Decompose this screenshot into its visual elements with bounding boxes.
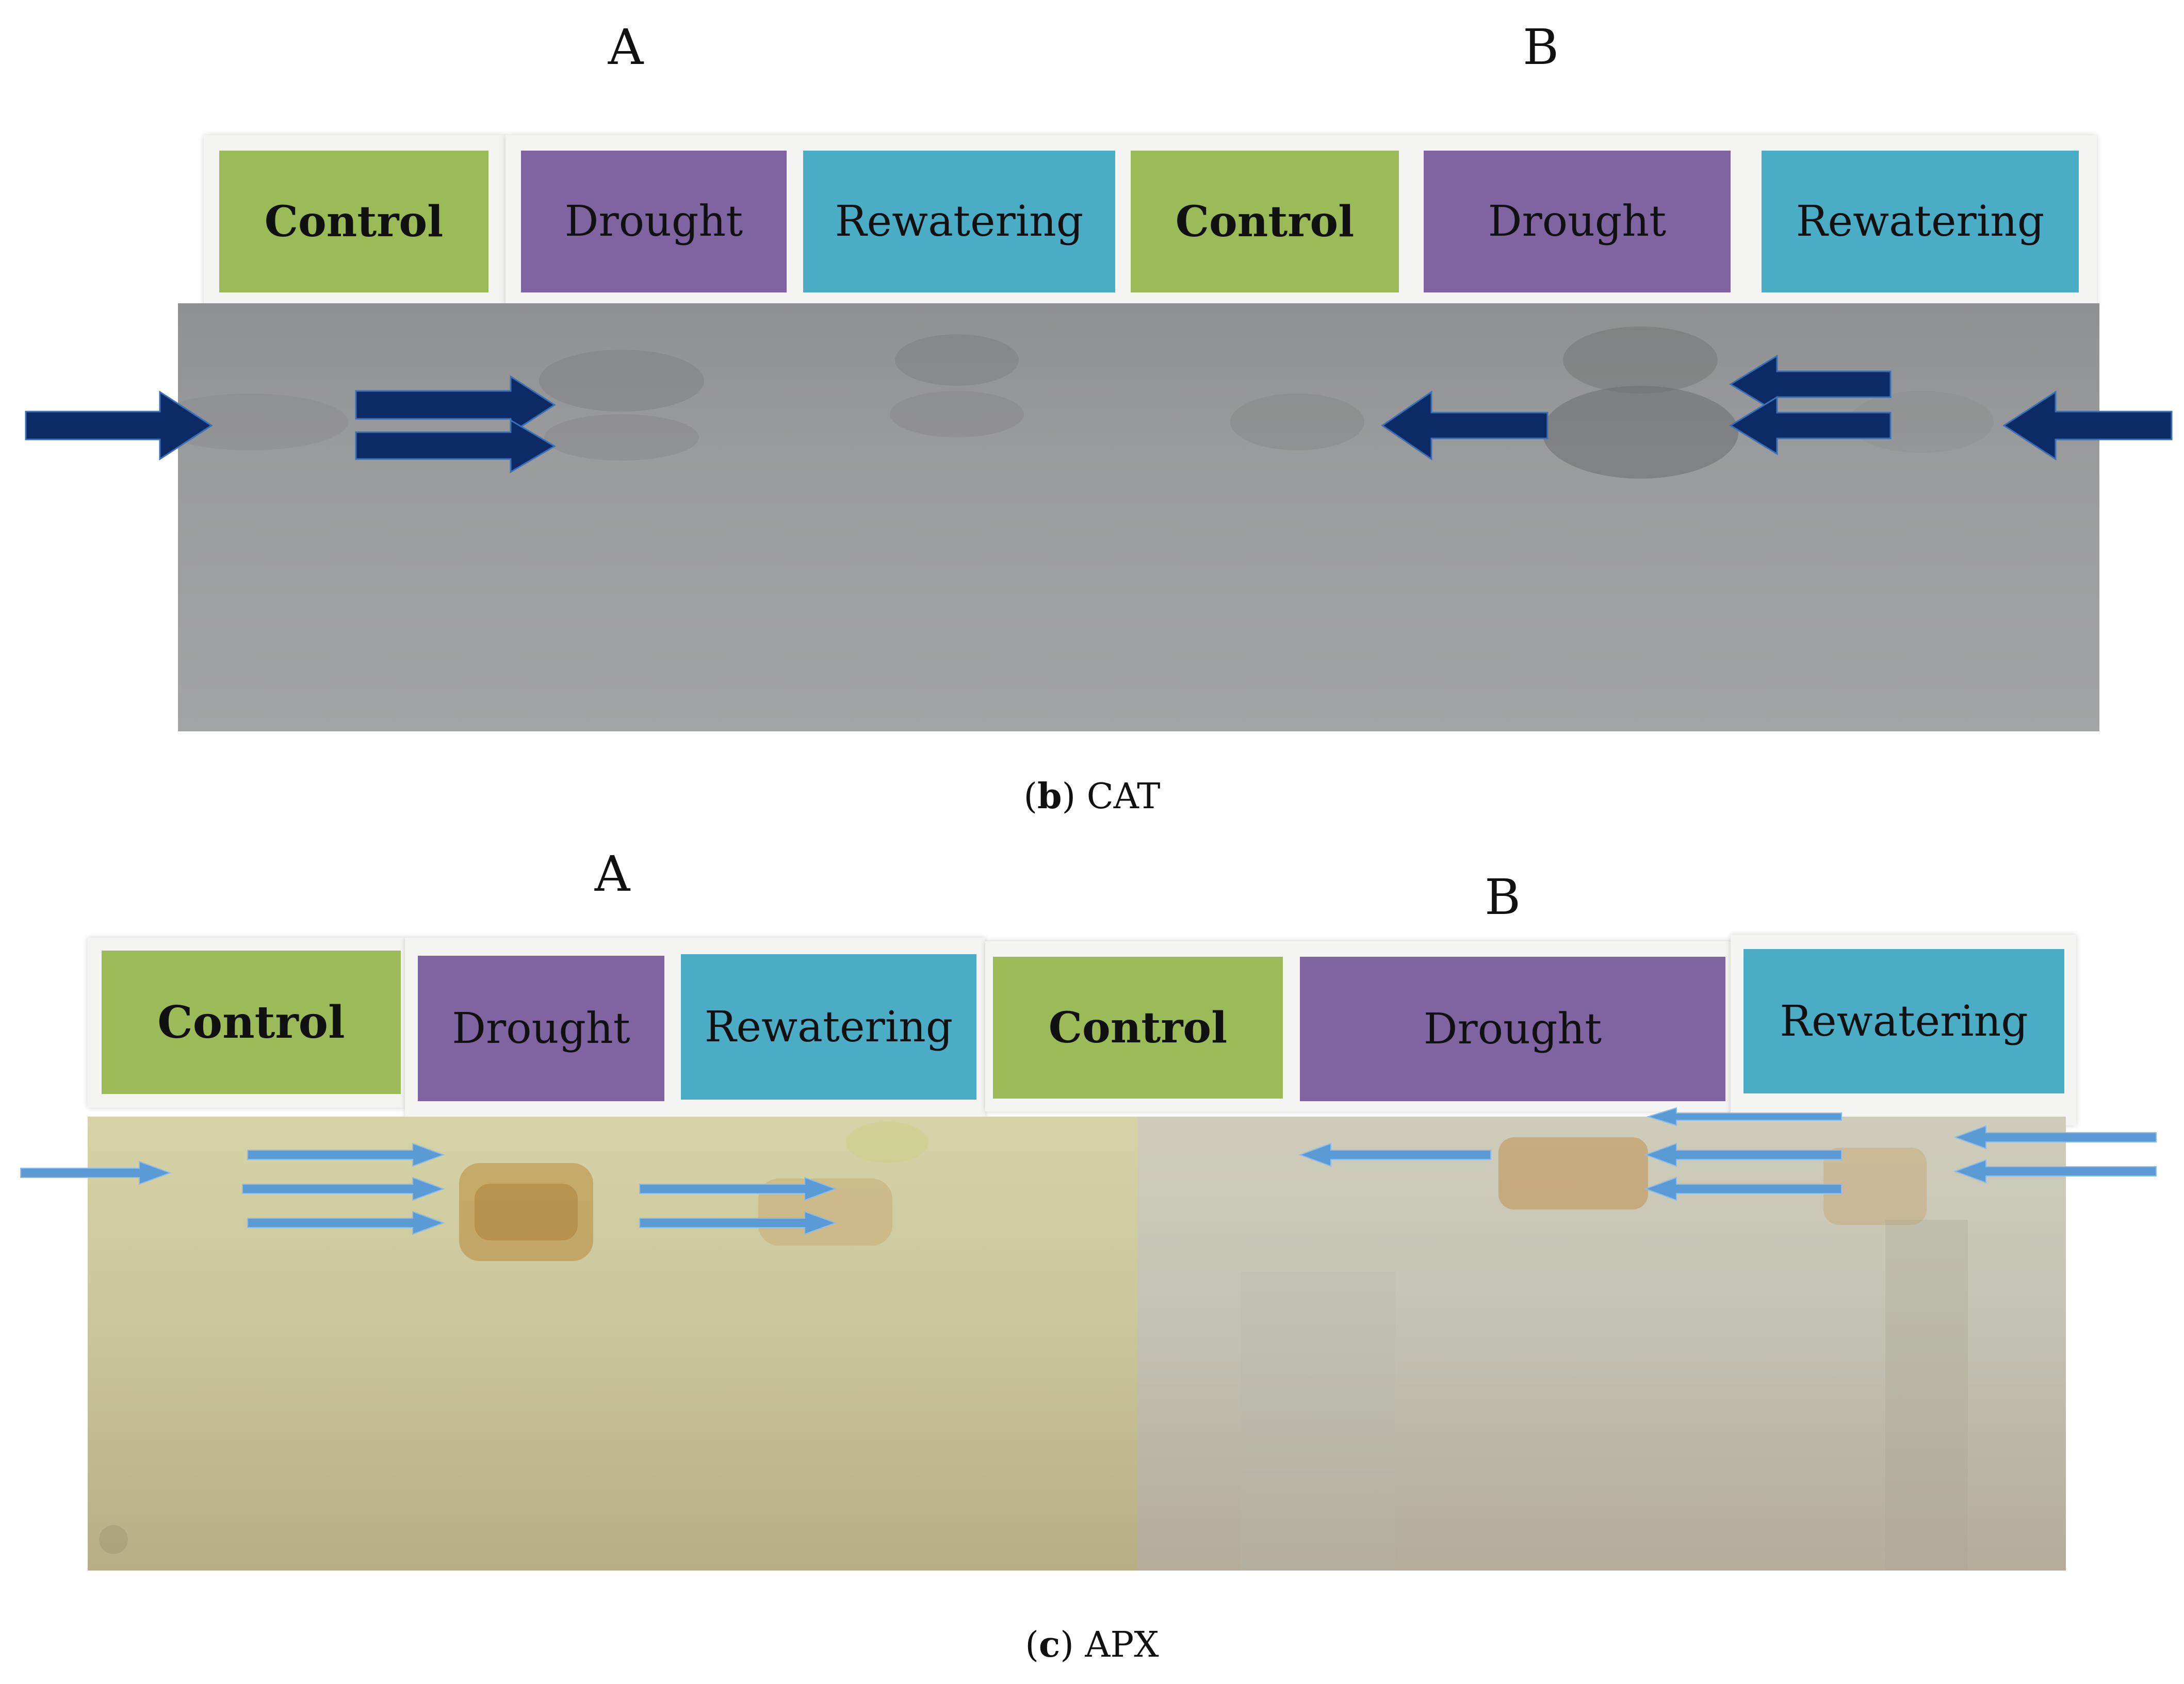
apx-gel-bands-b [1241, 1137, 1968, 1571]
caption-b-text: CAT [1086, 776, 1161, 817]
apx-lane-rewatering-a: Rewatering [681, 954, 976, 1100]
caption-c-text: APX [1085, 1625, 1159, 1665]
cat-lane-rewatering-a: Rewatering [803, 151, 1115, 292]
apx-arrow-4 [247, 1211, 445, 1235]
apx-lane-control-b: Control [993, 957, 1283, 1099]
apx-lane-drought-a: Drought [418, 956, 664, 1101]
apx-arrow-5 [639, 1176, 837, 1201]
caption-c: (c) APX [1025, 1624, 1159, 1665]
cat-arrow-7 [2002, 390, 2173, 461]
cat-arrow-3 [355, 419, 556, 473]
cat-arrow-6 [1729, 396, 1892, 455]
cat-arrow-2 [355, 375, 556, 435]
apx-arrow-12 [1953, 1159, 2157, 1184]
apx-arrow-2 [247, 1142, 445, 1167]
apx-lane-control-a: Control [102, 951, 401, 1094]
apx-lane-drought-b: Drought [1300, 957, 1725, 1101]
apx-gel-image-b [1137, 1117, 2066, 1571]
apx-arrow-7 [1298, 1142, 1491, 1167]
apx-arrow-1 [20, 1160, 172, 1185]
group-a-label: A [608, 19, 644, 76]
cat-arrow-1 [25, 390, 213, 461]
cat-arrow-4 [1381, 390, 1549, 461]
cat-lane-drought-a: Drought [521, 151, 787, 292]
caption-c-label: c [1038, 1624, 1061, 1665]
cat-lane-drought-b: Drought [1424, 151, 1731, 292]
cat-arrows [25, 354, 2173, 473]
caption-b-label: b [1037, 776, 1062, 817]
caption-b: (b) CAT [1023, 776, 1161, 817]
apx-lane-rewatering-b: Rewatering [1743, 949, 2064, 1093]
apx-group-a-label: A [594, 846, 630, 903]
cat-lane-control-b: Control [1131, 151, 1399, 292]
apx-arrow-10 [1644, 1176, 1842, 1201]
apx-group-b-label: B [1485, 869, 1521, 926]
apx-arrow-8 [1646, 1107, 1842, 1126]
cat-gel-bands [152, 326, 1994, 479]
cat-lane-control-a: Control [219, 151, 488, 292]
cat-lane-rewatering-b: Rewatering [1762, 151, 2079, 292]
apx-gel-bands-a [99, 1122, 928, 1554]
apx-arrow-11 [1953, 1125, 2157, 1150]
group-b-label: B [1523, 19, 1559, 76]
apx-arrow-6 [639, 1211, 837, 1235]
apx-arrow-9 [1644, 1142, 1842, 1167]
cat-arrow-5 [1729, 354, 1892, 414]
apx-arrow-3 [242, 1176, 445, 1201]
